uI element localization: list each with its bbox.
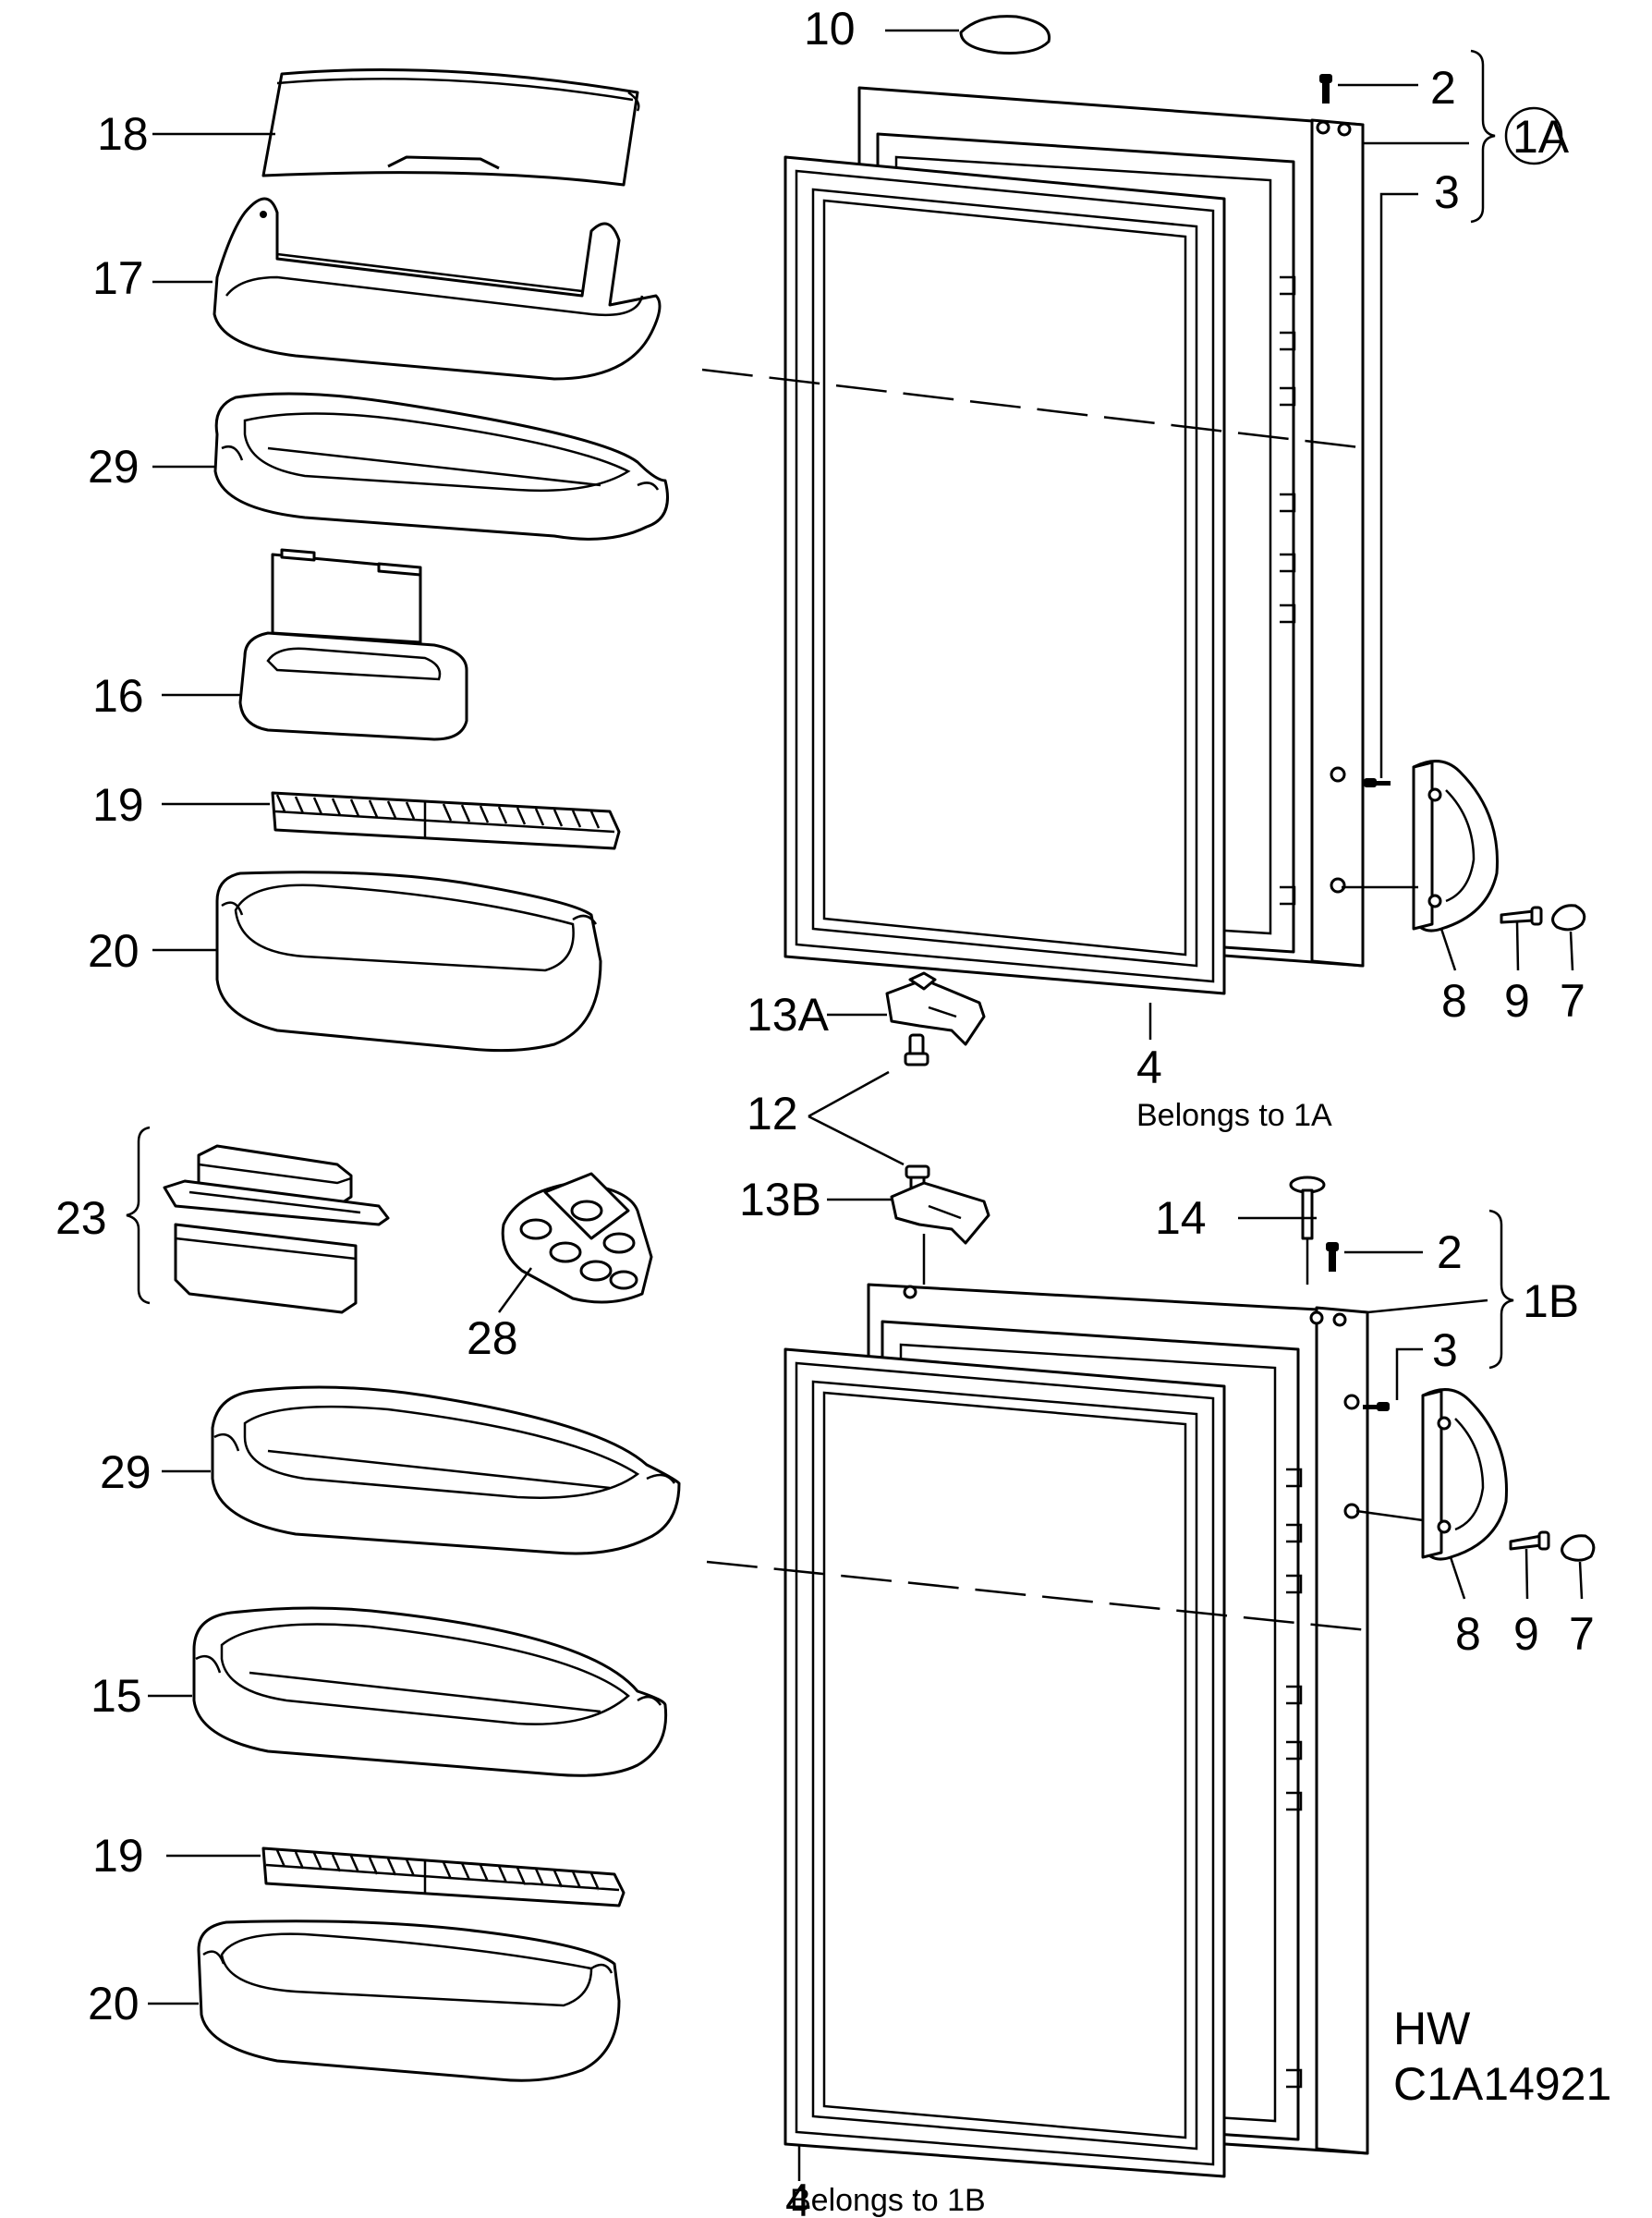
label-17: 17 xyxy=(92,252,144,304)
label-8-top: 8 xyxy=(1441,975,1467,1027)
label-7-top: 7 xyxy=(1560,975,1585,1027)
door-1b-clips xyxy=(1286,1468,1303,2089)
label-18: 18 xyxy=(97,108,149,160)
label-13a: 13A xyxy=(747,989,830,1041)
door-1a xyxy=(701,74,1586,995)
door-1b xyxy=(706,1176,1596,2178)
bracket-1b xyxy=(1488,1209,1514,1370)
pin-14 xyxy=(1289,1176,1326,1240)
grate-19-bottom xyxy=(261,1846,626,1907)
bracket-23 xyxy=(126,1126,151,1305)
screw-9-bottom xyxy=(1509,1530,1550,1551)
cover-18 xyxy=(261,68,640,187)
label-belongs-to-1a: Belongs to 1A xyxy=(1136,1098,1332,1133)
handle-8-top xyxy=(1412,760,1499,932)
label-7-bottom: 7 xyxy=(1569,1608,1595,1660)
screw-9-top xyxy=(1500,906,1543,926)
cap-7-top xyxy=(1551,904,1586,932)
label-3-top: 3 xyxy=(1434,166,1460,218)
shelf-29-bottom xyxy=(211,1385,681,1555)
label-14: 14 xyxy=(1155,1192,1207,1244)
label-20-bottom: 20 xyxy=(88,1978,140,2029)
screw-2-top xyxy=(1319,74,1332,104)
label-1a: 1A xyxy=(1512,111,1570,163)
handle-8-bottom xyxy=(1421,1388,1508,1561)
holder-16 xyxy=(238,548,468,741)
bracket-1a xyxy=(1470,49,1496,224)
shelf-29-top xyxy=(213,392,669,541)
label-belongs-to-1b: Belongs to 1B xyxy=(790,2183,986,2218)
screw-3-top xyxy=(1364,778,1391,787)
hinge-13b xyxy=(890,1164,990,1285)
label-19-bottom: 19 xyxy=(92,1830,144,1882)
container-set-23 xyxy=(163,1144,390,1314)
label-9-top: 9 xyxy=(1504,975,1530,1027)
label-9-bottom: 9 xyxy=(1513,1608,1539,1660)
label-8-bottom: 8 xyxy=(1455,1608,1481,1660)
label-3-bottom: 3 xyxy=(1432,1324,1458,1376)
label-28: 28 xyxy=(467,1312,518,1364)
label-1b: 1B xyxy=(1523,1275,1579,1327)
label-4-top: 4 xyxy=(1136,1042,1162,1093)
part-labels: 10 2 1A 3 18 17 29 16 19 20 8 9 7 13A 4 … xyxy=(55,3,1611,2218)
grate-19-top xyxy=(271,791,621,850)
label-drawing-code: C1A14921 xyxy=(1393,2058,1611,2110)
label-15: 15 xyxy=(91,1670,142,1722)
gasket-4-bottom xyxy=(783,1347,1226,2178)
shelf-20-top xyxy=(215,871,602,1053)
screw-2-bottom xyxy=(1326,1242,1339,1272)
shelf-15 xyxy=(192,1606,668,1777)
label-4-bottom: 4 xyxy=(785,2175,811,2218)
label-2-bottom: 2 xyxy=(1437,1226,1463,1278)
label-20-top: 20 xyxy=(88,925,140,977)
label-13b: 13B xyxy=(739,1174,821,1225)
label-2-top: 2 xyxy=(1430,62,1456,114)
screw-3-bottom xyxy=(1363,1402,1390,1411)
door-1a-clips xyxy=(1280,275,1296,906)
hinge-13a xyxy=(885,971,986,1066)
label-16: 16 xyxy=(92,670,144,722)
plug-10 xyxy=(885,15,1051,55)
label-12: 12 xyxy=(747,1088,798,1139)
egg-tray-28 xyxy=(501,1172,653,1304)
label-29-top: 29 xyxy=(88,441,140,493)
label-hw: HW xyxy=(1393,2003,1471,2054)
cap-7-bottom xyxy=(1561,1534,1596,1562)
tray-17 xyxy=(213,197,662,381)
gasket-4-top xyxy=(783,155,1226,995)
label-19-top: 19 xyxy=(92,779,144,831)
label-10: 10 xyxy=(804,3,856,55)
label-23: 23 xyxy=(55,1192,107,1244)
label-29-bottom: 29 xyxy=(100,1446,152,1498)
shelf-20-bottom xyxy=(197,1919,621,2082)
